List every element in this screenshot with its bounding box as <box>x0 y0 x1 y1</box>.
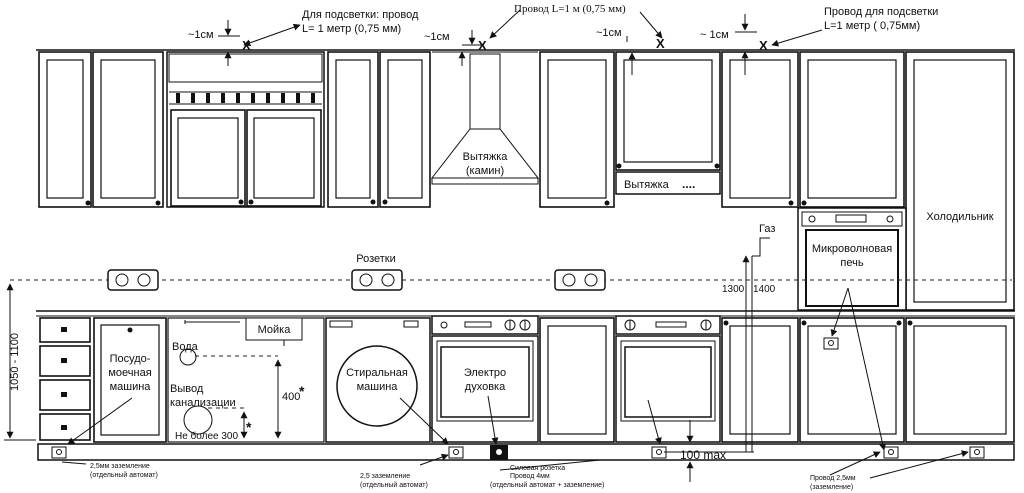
hood-label-2: (камин) <box>466 165 504 177</box>
x-mark-a: X <box>242 38 251 53</box>
approx-1cm-a: ~1см <box>188 29 214 41</box>
sink-label: Мойка <box>258 324 292 336</box>
microwave-label-1: Микроволновая <box>812 243 892 255</box>
note-ground-1a: 2,5мм заземление <box>90 463 150 470</box>
x-mark-d: X <box>759 38 768 53</box>
note-power-a: Силовая розетка <box>510 465 565 472</box>
socket-row <box>10 269 1012 291</box>
max-300-asterisk: * <box>246 419 252 435</box>
height-1300: 1300 <box>722 284 745 295</box>
lower-cabinets <box>36 310 1015 461</box>
dim-400-label: 400 <box>282 391 300 403</box>
note-wire-b: (заземление) <box>810 484 853 491</box>
text-labels: Для подсветки: провод L= 1 метр (0,75 мм… <box>9 3 994 491</box>
height-range-label: 1050 - 1100 <box>9 333 21 391</box>
light-wire-left-line1: Для подсветки: провод <box>302 9 419 21</box>
hood-label-1: Вытяжка <box>463 151 509 163</box>
annotation-lines <box>4 9 969 482</box>
drain-label-2: канализации <box>170 397 236 409</box>
fridge-label: Холодильник <box>926 211 993 223</box>
note-ground-2a: 2,5 заземление <box>360 473 410 480</box>
note-power-b: Провод 4мм <box>510 473 550 480</box>
note-wire-a: Провод 2,5мм <box>810 475 856 482</box>
oven-label-2: духовка <box>465 381 506 393</box>
appliance-column <box>797 207 907 311</box>
dishwasher-label-1: Посудо- <box>110 353 151 365</box>
max-100-label: 100 max <box>680 448 726 462</box>
height-1400: 1400 <box>753 284 776 295</box>
hood2-label: Вытяжка <box>624 179 670 191</box>
approx-1cm-b: ~1см <box>424 31 450 43</box>
dim-400-asterisk: * <box>299 383 305 399</box>
x-mark-b: X <box>478 38 487 53</box>
gas-label: Газ <box>759 223 775 235</box>
drain-label-1: Вывод <box>170 383 204 395</box>
microwave-label-2: печь <box>840 257 863 269</box>
light-wire-right-line1: Провод для подсветки <box>824 6 938 18</box>
sockets-label: Розетки <box>356 253 396 265</box>
dishwasher-label-2: моечная <box>108 367 151 379</box>
max-300-label: Не более 300 <box>175 430 238 442</box>
water-label: Вода <box>172 341 199 353</box>
note-ground-2b: (отдельный автомат) <box>360 481 428 489</box>
shelf-balusters <box>176 93 315 103</box>
light-wire-left-line2: L= 1 метр (0,75 мм) <box>302 23 401 35</box>
x-mark-c: X <box>656 36 665 51</box>
note-ground-1b: (отдельный автомат) <box>90 471 158 479</box>
light-wire-right-line2: L=1 метр ( 0,75мм) <box>824 20 920 32</box>
dishwasher-label-3: машина <box>110 381 152 393</box>
hood-wire-label: Провод L=1 м (0,75 мм) <box>514 3 626 15</box>
hood2-dots: .... <box>682 177 695 191</box>
approx-1cm-c: ~1см <box>596 27 622 39</box>
approx-1cm-d: ~ 1см <box>700 29 729 41</box>
washer-label-1: Стиральная <box>346 367 408 379</box>
plinth-sockets <box>51 337 985 460</box>
oven-label-1: Электро <box>464 367 506 379</box>
upper-cabinets <box>36 49 1015 311</box>
note-power-c: (отдельный автомат + заземление) <box>490 481 604 489</box>
washer-label-2: машина <box>357 381 399 393</box>
